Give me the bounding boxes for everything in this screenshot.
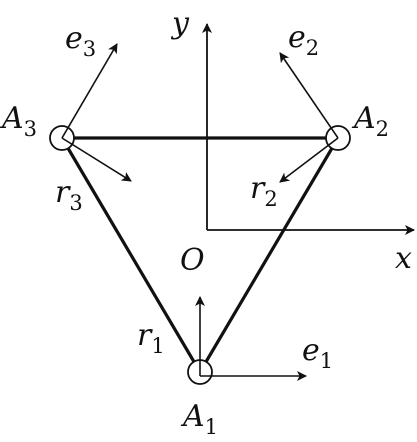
- edge-a3-a1: [60, 137, 202, 373]
- label-e3: e3: [65, 21, 96, 61]
- label-r3: r3: [55, 175, 83, 215]
- label-y-axis: y: [170, 6, 190, 41]
- label-r2: r2: [250, 171, 278, 211]
- label-origin: O: [180, 243, 205, 278]
- vector-r3: [61, 137, 132, 182]
- label-e2: e2: [288, 20, 319, 60]
- vector-r2: [279, 137, 339, 183]
- label-r1: r1: [137, 318, 165, 358]
- edge-a2-a1: [198, 137, 340, 373]
- label-x-axis: x: [395, 241, 412, 276]
- vector-e2: [279, 52, 339, 139]
- label-e1: e1: [302, 333, 333, 373]
- label-a3: A3: [0, 101, 37, 141]
- label-a2: A2: [351, 101, 389, 141]
- vector-e3: [61, 43, 118, 139]
- label-a1: A1: [180, 399, 218, 439]
